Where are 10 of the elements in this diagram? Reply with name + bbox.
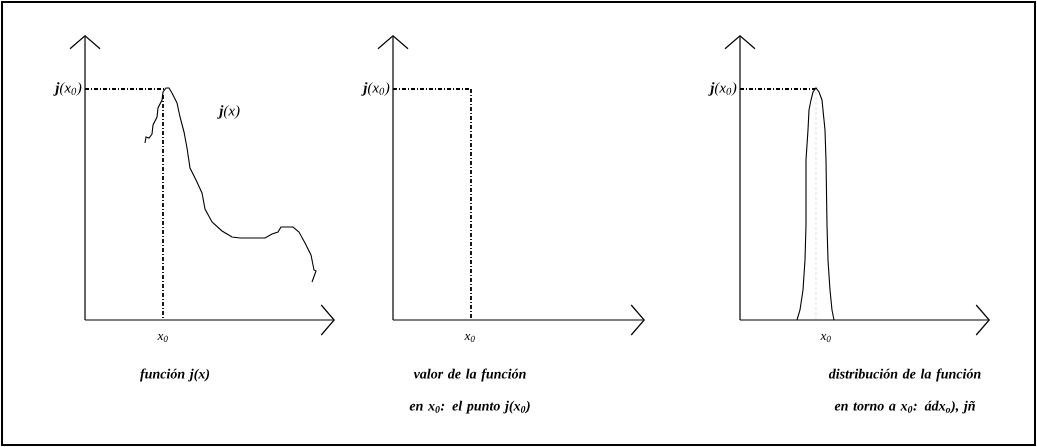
function-value-label: j(x$_{0}$) bbox=[361, 82, 390, 96]
function-value-label: j(x) bbox=[217, 105, 240, 119]
function-value-label: j(x$_{0}$) bbox=[53, 82, 82, 96]
axis-tick-label: x$_{0}$ bbox=[157, 334, 168, 342]
function-value-label: j(x$_{0}$) bbox=[708, 82, 737, 96]
panel-caption: función j(x) bbox=[140, 368, 210, 382]
panel-caption: valor de la función en x$_{0}$: el punto j(x$_{0}$) bbox=[409, 368, 530, 414]
axis-tick-label: x$_{0}$ bbox=[464, 334, 475, 342]
axis-tick-label: x$_{0}$ bbox=[820, 334, 831, 342]
panel-caption: distribución de la función en torno a x$_{0}$: ádx$_{o}$), jñ bbox=[828, 368, 981, 414]
